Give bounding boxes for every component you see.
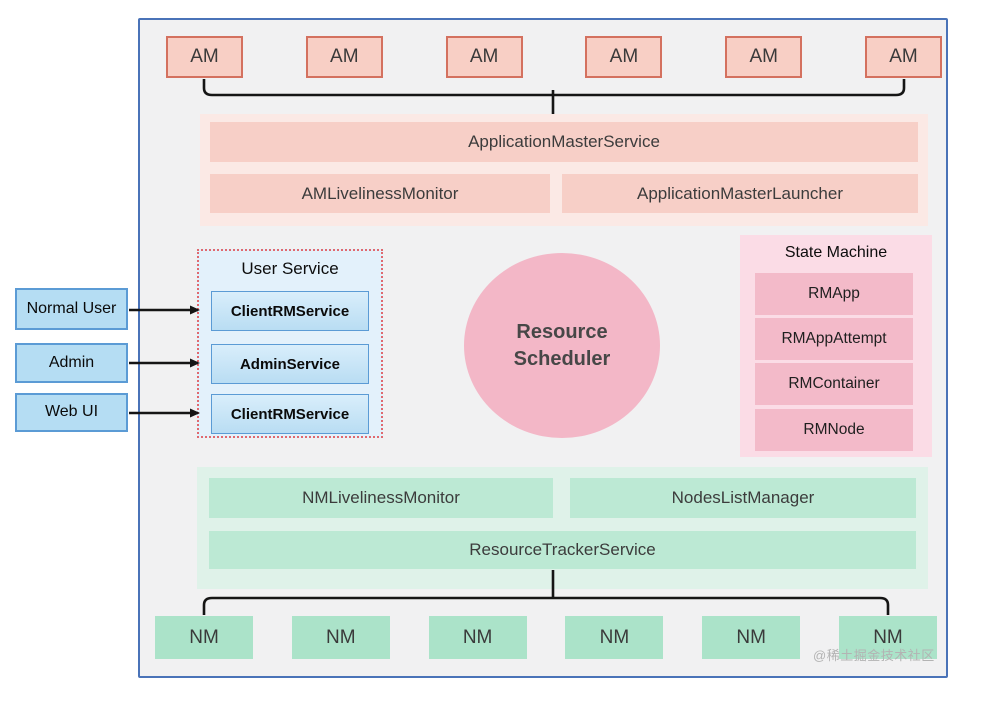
nm-box: NM [702, 616, 801, 659]
resource-scheduler-circle: Resource Scheduler [464, 253, 660, 438]
resource-tracker-service-bar: ResourceTrackerService [209, 531, 916, 569]
nm-service-panel: NMLivelinessMonitor NodesListManager Res… [197, 467, 928, 589]
application-master-launcher-bar: ApplicationMasterLauncher [562, 174, 918, 213]
rm-node-bar: RMNode [755, 409, 913, 451]
am-box: AM [445, 36, 523, 78]
rm-app-bar: RMApp [755, 273, 913, 315]
nm-liveliness-monitor-bar: NMLivelinessMonitor [209, 478, 553, 518]
client-rm-service-box: ClientRMService [211, 291, 369, 331]
am-box: AM [585, 36, 663, 78]
client-rm-service-box: ClientRMService [211, 394, 369, 434]
state-machine-panel: State Machine RMApp RMAppAttempt RMConta… [740, 235, 932, 457]
resource-scheduler-label: Resource Scheduler [513, 320, 611, 370]
state-machine-title: State Machine [784, 244, 888, 261]
user-service-panel: User Service ClientRMService AdminServic… [197, 249, 383, 438]
application-master-service-bar: ApplicationMasterService [210, 122, 918, 162]
am-box: AM [166, 36, 243, 78]
admin-service-box: AdminService [211, 344, 369, 384]
web-ui-box: Web UI [15, 393, 128, 432]
nm-row: NM NM NM NM NM NM [155, 616, 937, 659]
nm-box: NM [565, 616, 664, 659]
nm-box: NM [838, 616, 937, 659]
watermark: @稀土掘金技术社区 [813, 648, 935, 663]
am-service-panel: ApplicationMasterService AMLivelinessMon… [200, 114, 928, 226]
am-box: AM [864, 36, 942, 78]
nodes-list-manager-bar: NodesListManager [570, 478, 916, 518]
am-row: AM AM AM AM AM AM [166, 36, 942, 78]
am-box: AM [725, 36, 803, 78]
am-box: AM [305, 36, 383, 78]
nm-box: NM [428, 616, 527, 659]
nm-box: NM [155, 616, 253, 659]
user-service-title: User Service [241, 259, 339, 278]
normal-user-box: Normal User [15, 288, 128, 330]
nm-box: NM [291, 616, 390, 659]
rm-container-bar: RMContainer [755, 363, 913, 405]
admin-box: Admin [15, 343, 128, 383]
am-liveliness-monitor-bar: AMLivelinessMonitor [210, 174, 550, 213]
rm-app-attempt-bar: RMAppAttempt [755, 318, 913, 360]
